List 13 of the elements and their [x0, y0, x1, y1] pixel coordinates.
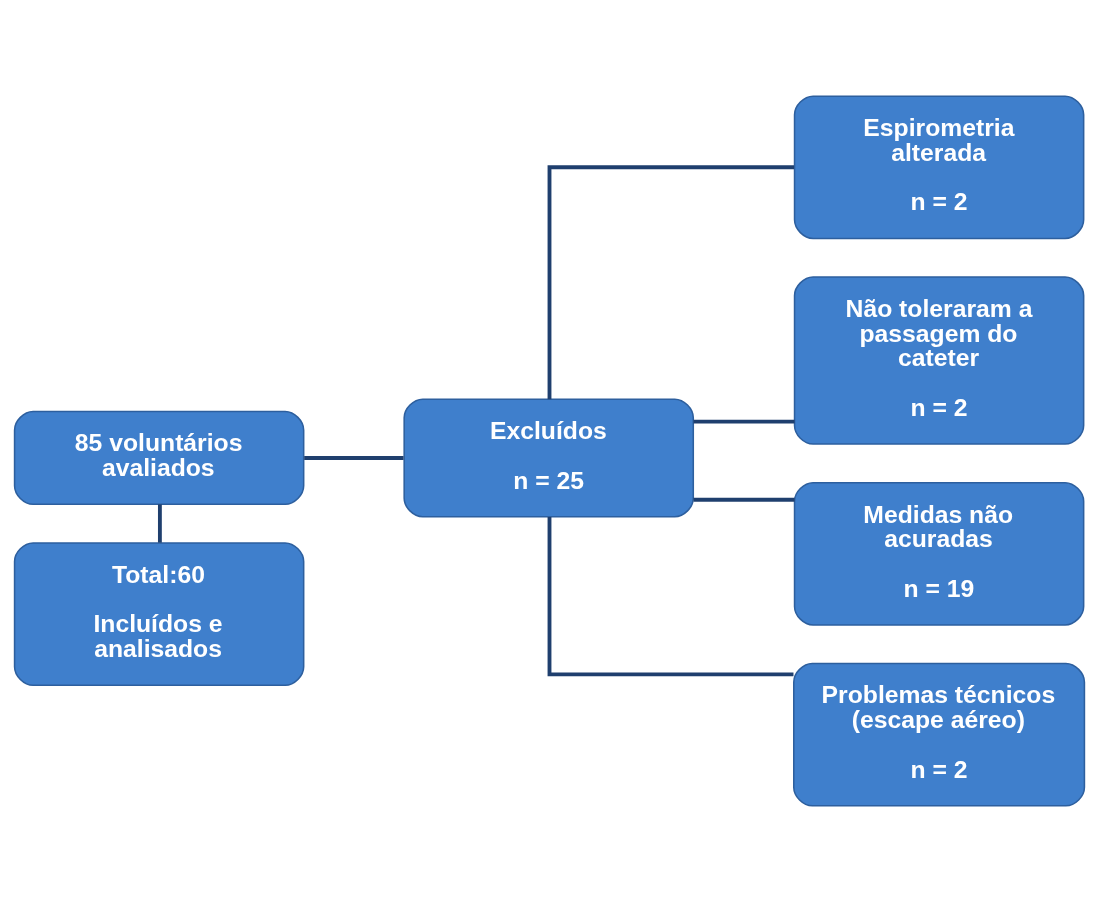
- node-box: Excluídos n = 25: [403, 397, 695, 517]
- connector: [304, 455, 404, 460]
- connector: [547, 164, 794, 399]
- connector: [547, 516, 794, 676]
- node-box: Medidas não acuradas n = 19: [793, 481, 1085, 626]
- connector: [693, 497, 795, 502]
- connector: [693, 419, 795, 424]
- node-box: Não toleraram a passagem do cateter n = 2: [793, 275, 1085, 445]
- node-box: 85 voluntários avaliados: [13, 410, 305, 505]
- node-box: Problemas técnicos (escape aéreo) n = 2: [793, 662, 1086, 807]
- node-box: Espirometria alterada n = 2: [793, 94, 1085, 239]
- connector: [157, 503, 162, 543]
- node-box: Total:60 Incluídos e analisados: [13, 541, 305, 686]
